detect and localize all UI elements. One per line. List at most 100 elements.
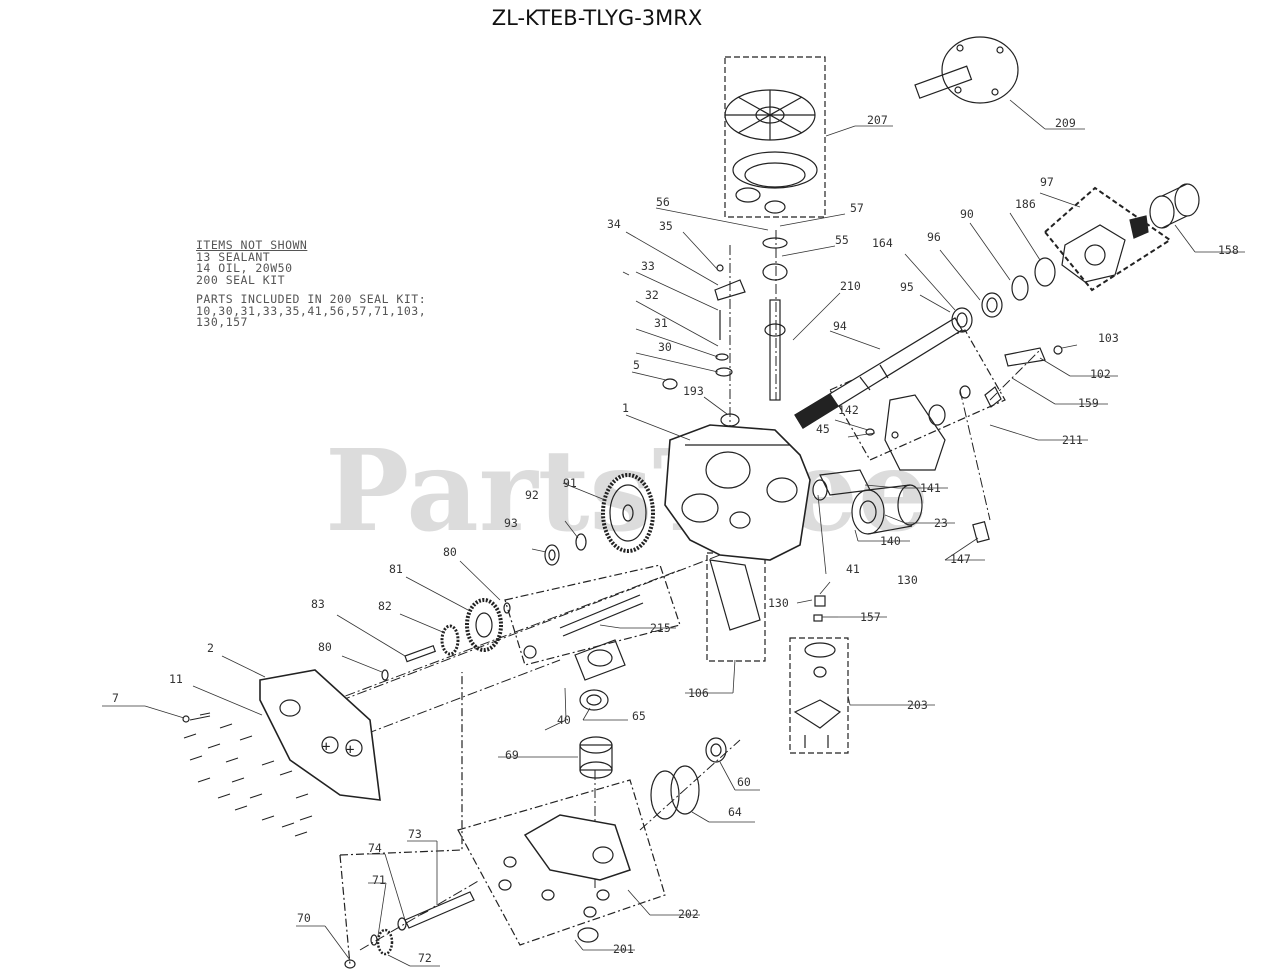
callout-label: 97 bbox=[1040, 175, 1054, 189]
fan-pulley-group-box bbox=[724, 56, 826, 218]
callout-label: 40 bbox=[557, 713, 571, 727]
bracket-141-part bbox=[819, 469, 871, 496]
bolt-7-part bbox=[182, 715, 190, 723]
leader-lines bbox=[102, 99, 1245, 967]
callout-label: 72 bbox=[418, 951, 432, 965]
callout-label: 91 bbox=[563, 476, 577, 490]
seal-kit-line: 130,157 bbox=[196, 315, 248, 329]
fitting-147-part bbox=[972, 521, 990, 543]
svg-text:+: + bbox=[346, 742, 354, 758]
main-housing-part bbox=[664, 424, 811, 561]
washer-74-part bbox=[397, 917, 407, 931]
input-shaft-stack bbox=[762, 237, 788, 401]
gear-72-part bbox=[376, 928, 394, 956]
callout-label: 55 bbox=[835, 233, 849, 247]
notes-item: 14 OIL, 20W50 bbox=[196, 261, 293, 275]
mounting-plate-part bbox=[865, 394, 946, 471]
svg-text:+: + bbox=[322, 739, 330, 755]
callout-label: 93 bbox=[504, 516, 518, 530]
cover-outline-dash bbox=[339, 672, 463, 856]
callout-label: 69 bbox=[505, 748, 519, 762]
callout-label: 158 bbox=[1218, 243, 1239, 257]
gear-81-part bbox=[465, 598, 503, 652]
cylinder-block-69 bbox=[579, 736, 613, 779]
callout-label: 81 bbox=[389, 562, 403, 576]
callout-label: 209 bbox=[1055, 116, 1076, 130]
callout-label: 57 bbox=[850, 201, 864, 215]
callout-label: 64 bbox=[728, 805, 742, 819]
callout-label: 32 bbox=[645, 288, 659, 302]
callout-label: 210 bbox=[840, 279, 861, 293]
callout-label: 142 bbox=[838, 403, 859, 417]
callout-label: 33 bbox=[641, 259, 655, 273]
callout-label: 90 bbox=[960, 207, 974, 221]
callout-label: 65 bbox=[632, 709, 646, 723]
callout-label: 74 bbox=[368, 841, 382, 855]
filter-group-box bbox=[789, 637, 849, 754]
notes-item: 200 SEAL KIT bbox=[196, 272, 286, 287]
axle-hub-box bbox=[1043, 186, 1172, 292]
callout-label: 73 bbox=[408, 827, 422, 841]
watermark: PartsTree bbox=[325, 426, 929, 557]
bearing-60-part bbox=[705, 737, 727, 763]
callout-label: 30 bbox=[658, 340, 672, 354]
callout-label: 92 bbox=[525, 488, 539, 502]
callout-label: 94 bbox=[833, 319, 847, 333]
washer-80-upper bbox=[503, 602, 511, 614]
cylinder-block-64 bbox=[650, 765, 700, 820]
valve-130-part bbox=[813, 595, 826, 622]
callout-label: 1 bbox=[622, 401, 629, 415]
callout-label: 103 bbox=[1098, 331, 1119, 345]
flange-shaft-part bbox=[914, 36, 1019, 104]
callout-label: 106 bbox=[688, 686, 709, 700]
seal-65-part bbox=[579, 689, 609, 711]
motor-shaft-73 bbox=[404, 891, 475, 929]
cover-bolts bbox=[183, 712, 313, 837]
bypass-linkage-parts bbox=[959, 345, 1063, 408]
callout-label: 45 bbox=[816, 422, 830, 436]
callout-label: 164 bbox=[872, 236, 893, 250]
callout-label: 2 bbox=[207, 641, 214, 655]
callout-label: 215 bbox=[650, 621, 671, 635]
callout-label: 130 bbox=[768, 596, 789, 610]
pump-block-40 bbox=[574, 639, 626, 681]
seal-kit-line: 10,30,31,33,35,41,56,57,71,103, bbox=[196, 303, 427, 318]
callout-label: 193 bbox=[683, 384, 704, 398]
callout-label: 211 bbox=[1062, 433, 1083, 447]
callout-label: 56 bbox=[656, 195, 670, 209]
callout-label: 186 bbox=[1015, 197, 1036, 211]
diagram-title: ZL-KTEB-TLYG-3MRX bbox=[491, 6, 703, 30]
axle-sleeve-part bbox=[1149, 183, 1200, 229]
shaft-83-part bbox=[404, 644, 437, 663]
callout-label: 70 bbox=[297, 911, 311, 925]
callout-label: 95 bbox=[900, 280, 914, 294]
callout-label: 11 bbox=[169, 672, 183, 686]
notes-heading: ITEMS NOT SHOWN bbox=[196, 238, 308, 252]
washer-80-lower bbox=[381, 669, 389, 681]
callout-label: 34 bbox=[607, 217, 621, 231]
trunnion-parts bbox=[662, 264, 746, 427]
brake-arm-part bbox=[709, 559, 761, 631]
callout-label: 71 bbox=[372, 873, 386, 887]
callout-label: 41 bbox=[846, 562, 860, 576]
bypass-shaft-part bbox=[523, 594, 644, 659]
callout-label: 35 bbox=[659, 219, 673, 233]
callout-label: 130 bbox=[897, 573, 918, 587]
callout-label: 159 bbox=[1078, 396, 1099, 410]
callout-label: 202 bbox=[678, 907, 699, 921]
callout-label: 31 bbox=[654, 316, 668, 330]
callout-label: 82 bbox=[378, 599, 392, 613]
pinion-82-part bbox=[440, 624, 460, 656]
notes-block: ITEMS NOT SHOWN 13 SEALANT 14 OIL, 20W50… bbox=[196, 238, 476, 329]
callout-label: 83 bbox=[311, 597, 325, 611]
callout-label: 140 bbox=[880, 534, 901, 548]
callout-label: 157 bbox=[860, 610, 881, 624]
center-section-box bbox=[457, 779, 666, 946]
callout-label: 203 bbox=[907, 698, 928, 712]
callout-label: 80 bbox=[443, 545, 457, 559]
reduction-gear-part bbox=[601, 473, 655, 553]
seal-kit-line: PARTS INCLUDED IN 200 SEAL KIT: bbox=[196, 292, 427, 306]
filter-base-part bbox=[793, 642, 842, 748]
